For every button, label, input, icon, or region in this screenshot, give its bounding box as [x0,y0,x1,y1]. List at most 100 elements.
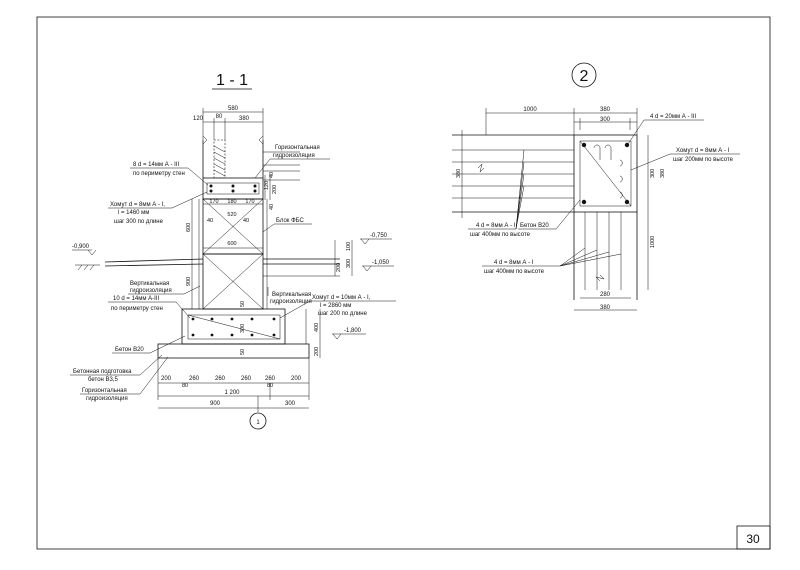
label-rebar-beam-2: по периметру стен [133,171,185,177]
dim-600-height: 600 [186,223,192,232]
level-minus-1050: -1,050 [372,260,390,266]
dim-b-260b: 260 [215,376,226,382]
level-minus-0900: -0,900 [72,244,90,250]
dim-300: 300 [346,259,352,268]
detail-dim-300: 300 [600,117,611,123]
level-minus-0750: -0,750 [370,233,388,239]
dim-580: 580 [228,106,239,112]
dim-b-80b: 80 [267,383,273,389]
label-horiz-waterproof-top-1: Горизонтальная [275,145,320,151]
label-vert-waterproof-right-2: гидроизоляция [270,299,312,305]
label-horiz-waterproof-bottom-1: Горизонтальная [82,388,127,394]
section-title: 1 - 1 [216,72,248,89]
dim-b-260a: 260 [189,376,200,382]
beam-dimensions: 170 180 170 520 40 40 600 [203,199,263,249]
section-callouts: Горизонтальная гидроизоляция 8 d = 14мм … [70,145,396,402]
dim-600-width: 600 [227,241,236,247]
label-concrete-prep-2: бетон В3,5 [88,377,119,383]
detail-title: 2 [580,68,589,85]
dim-split-300: 300 [285,401,296,407]
axis-bubble [249,412,267,430]
label-stirrup-footing-2: l = 2860 мм [320,303,351,309]
dim-380: 380 [239,116,250,122]
dim-200b: 200 [314,347,320,356]
dim-40b: 40 [243,218,249,224]
dim-b-260d: 260 [265,376,276,382]
dim-120: 120 [193,116,204,122]
label-fbs-block: Блок ФБС [276,218,304,224]
dim-b-260c: 260 [241,376,252,382]
dim-170b: 170 [245,199,254,205]
dim-100: 100 [346,242,352,251]
dim-520: 520 [227,212,236,218]
label-stirrup-footing-3: шаг 200 по длине [318,311,368,317]
detail-label-rebar-left-1: 4 d = 8мм А - I [476,223,516,229]
detail-dim-1000-side: 1000 [650,236,656,248]
dim-b-80a: 80 [182,383,188,389]
bottom-dimensions: 200 260 260 260 260 200 80 80 1 200 900 … [157,358,310,430]
detail-label-concrete: Бетон В20 [520,223,549,229]
dim-total-1200: 1 200 [224,390,240,396]
section-1-1: 1 - 1 580 120 80 380 [70,72,396,430]
dim-900-height: 900 [186,277,192,286]
dim-footing-300: 300 [240,324,246,333]
label-vert-waterproof-left-1: Вертикальная [130,281,169,287]
footing: 50 300 50 400 200 -1,800 [157,301,366,359]
label-vert-waterproof-right-1: Вертикальная [272,292,311,298]
label-stirrup-footing-1: Хомут d = 10мм А - I, [312,295,371,301]
dim-split-900: 900 [210,401,221,407]
dim-wall-40b: 40 [269,204,275,210]
dim-180: 180 [227,199,236,205]
label-stirrup-beam-2: l = 1460 мм [118,210,149,216]
page-number: 30 [746,532,760,546]
detail-label-rebar-bottom-2: шаг 400мм по высоте [484,269,545,275]
detail-label-stirrup-2: шаг 200мм по высоте [673,157,734,163]
label-rebar-beam-1: 8 d = 14мм А - III [133,162,179,168]
dim-wall-40a: 40 [269,172,275,178]
label-rebar-footing-1: 10 d = 14мм А-III [113,296,159,302]
detail-title-circle [571,62,597,88]
dim-b-200a: 200 [161,376,172,382]
detail-horizontal-rebars: 380 [452,130,574,218]
dim-200a: 200 [336,263,342,272]
detail-vertical-rebars: 1000 280 380 [573,212,656,311]
detail-label-stirrup-1: Хомут d = 8мм А - I [676,148,730,154]
label-stirrup-beam-1: Хомут d = 8мм А - I, [110,202,165,208]
detail-2: 2 1000 380 300 380 [452,62,740,311]
label-stirrup-beam-3: шаг 300 по длине [114,219,164,225]
dim-wall-120: 120 [264,181,270,190]
detail-label-rebar-bottom-1: 4 d = 8мм А - I [494,260,534,266]
label-concrete: Бетон В20 [115,347,144,353]
detail-callouts: 4 d = 20мм А - III Хомут d = 8мм А - I ш… [468,114,740,275]
label-horiz-waterproof-bottom-2: гидроизоляция [86,396,128,402]
fbs-blocks: 600 900 [186,198,268,310]
detail-dim-380-bottom: 380 [600,305,611,311]
detail-dim-380-side: 380 [456,169,462,178]
dim-400: 400 [314,323,320,332]
dim-80: 80 [216,114,223,120]
detail-dim-380-right: 380 [660,169,666,178]
label-vert-waterproof-left-2: гидроизоляция [130,288,172,294]
sheet-frame [36,16,771,550]
label-horiz-waterproof-top-2: гидроизоляция [273,153,315,159]
detail-label-rebar-left-2: шаг 400мм по высоте [470,232,531,238]
detail-dim-380: 380 [600,107,611,113]
detail-top-dimensions: 1000 380 300 [485,107,638,135]
dim-footing-50a: 50 [240,301,246,307]
detail-column: 300 380 [573,134,666,213]
label-rebar-footing-2: по периметру стен [111,306,163,312]
level-minus-1800: -1,800 [344,328,362,334]
top-dimensions: 580 120 80 380 [193,106,264,140]
detail-dim-1000: 1000 [523,107,537,113]
detail-dim-280: 280 [600,292,611,298]
detail-dim-300-side: 300 [650,169,656,178]
detail-label-rebar-top: 4 d = 20мм А - III [650,114,696,120]
dim-footing-50b: 50 [240,349,246,355]
label-concrete-prep-1: Бетонная подготовка [73,369,132,375]
dim-b-200b: 200 [291,376,302,382]
dim-170a: 170 [209,199,218,205]
ground-lines: -0,900 -0,750 -1,050 100 300 200 [72,233,394,277]
dim-wall-200: 200 [272,185,278,194]
